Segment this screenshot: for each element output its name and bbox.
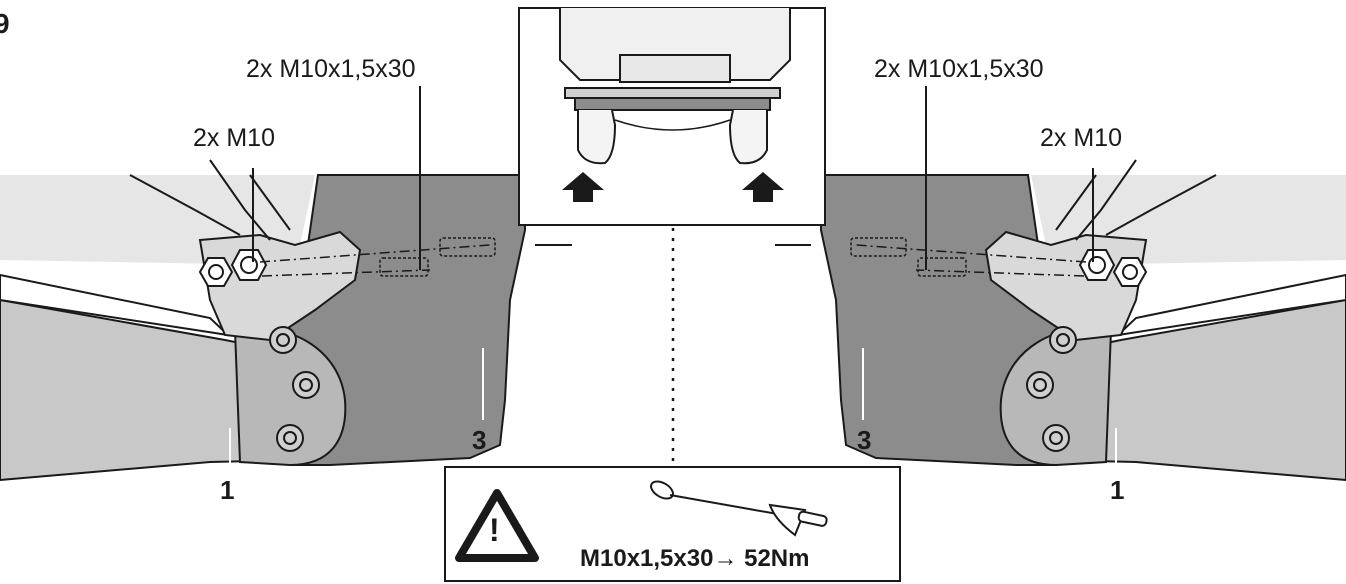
vehicle-hitch — [619, 54, 731, 83]
left-assembly — [0, 86, 526, 482]
left-bolt-axis — [259, 244, 491, 277]
part-3-label-left: 3 — [472, 425, 487, 455]
left-wheel — [577, 109, 617, 165]
nut-label-left: 2x M10 — [193, 124, 275, 152]
right-flange-bolts — [1026, 326, 1077, 452]
left-nuts — [198, 249, 268, 287]
right-mount-arm — [1055, 159, 1217, 241]
figure-number: 9 — [0, 8, 10, 39]
warning-triangle-icon — [455, 489, 539, 562]
torque-spec: M10x1,5x30→ 52Nm — [580, 545, 810, 572]
torque-box — [444, 466, 901, 582]
nut-label-right: 2x M10 — [1040, 124, 1122, 152]
vehicle-inset — [518, 7, 826, 226]
left-mount-arm — [129, 159, 291, 241]
part-1-label-right: 1 — [1110, 475, 1125, 505]
right-assembly — [820, 86, 1346, 482]
bolt-label-right: 2x M10x1,5x30 — [874, 55, 1044, 83]
bolt-label-left: 2x M10x1,5x30 — [246, 55, 416, 83]
right-nuts — [1078, 249, 1148, 287]
warning-exclamation: ! — [489, 512, 500, 548]
right-bolts-dashed — [850, 237, 967, 277]
left-bolts-dashed — [379, 237, 496, 277]
part-3-label-right: 3 — [857, 425, 872, 455]
right-wheel — [728, 109, 768, 165]
left-flange-bolts — [269, 326, 320, 452]
axle-sketch — [614, 119, 731, 131]
up-arrow-icon — [562, 172, 604, 202]
torque-wrench-icon — [650, 480, 828, 537]
vehicle-bar-dark — [574, 97, 771, 111]
right-bolt-axis — [855, 244, 1087, 277]
part-1-label-left: 1 — [220, 475, 235, 505]
up-arrow-icon — [742, 172, 784, 202]
vehicle-bar — [564, 87, 781, 99]
